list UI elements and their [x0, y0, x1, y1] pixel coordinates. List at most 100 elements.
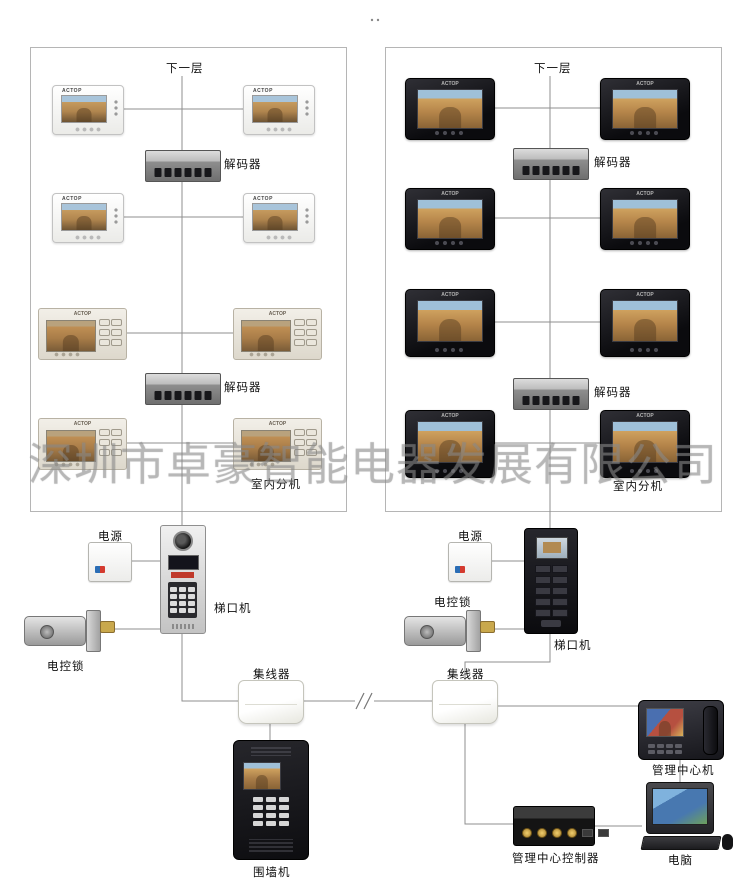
speaker-grille: [172, 624, 194, 629]
line-break-marks: [355, 692, 373, 710]
monitor-buttons: [265, 127, 293, 132]
computer-monitor: [646, 782, 714, 834]
indoor-monitor-white: ACTOP: [243, 193, 315, 243]
ground-floor-wires: [110, 560, 681, 827]
indoor-monitor-black: ACTOP: [600, 78, 690, 140]
indoor-monitor-black-touch: ACTOP: [405, 410, 495, 478]
brand-label: ACTOP: [636, 81, 654, 87]
right-riser-wires: [493, 76, 600, 528]
indoor-monitor-cream: ACTOP: [38, 308, 127, 360]
brand-label: ACTOP: [441, 81, 459, 87]
monitor-screen: [417, 89, 483, 129]
monitor-screen: [612, 300, 678, 342]
lock-latch: [480, 621, 495, 633]
door-station-silver: [160, 525, 206, 634]
decoder-unit: [513, 378, 589, 410]
left-riser-frame: [30, 47, 347, 512]
monitor-keypad: [99, 319, 122, 346]
indoor-monitor-black: ACTOP: [405, 188, 495, 250]
indoor-monitor-black: ACTOP: [405, 78, 495, 140]
management-center-phone: [638, 700, 724, 760]
brand-label: ACTOP: [441, 191, 459, 197]
label-decoder-right-2: 解码器: [594, 387, 632, 399]
monitor-screen: [61, 203, 107, 231]
indoor-monitor-black-touch: ACTOP: [600, 289, 690, 357]
brand-label: ACTOP: [62, 88, 82, 94]
monitor-buttons: [628, 240, 662, 246]
right-riser-frame: [385, 47, 722, 512]
monitor-buttons: [433, 130, 467, 136]
decoder-ports: [522, 166, 580, 175]
monitor-buttons: [265, 235, 293, 240]
label-management-center-controller: 管理中心控制器: [512, 853, 600, 865]
electric-lock: [404, 606, 496, 652]
label-door-station-left: 梯口机: [214, 603, 252, 615]
indoor-monitor-cream: ACTOP: [233, 308, 322, 360]
monitor-screen: [417, 300, 483, 342]
monitor-side-keys: [114, 99, 118, 117]
monitor-touch-buttons: [628, 468, 662, 474]
decoder-unit: [145, 373, 221, 405]
indoor-monitor-white: ACTOP: [52, 193, 124, 243]
label-power-left: 电源: [98, 531, 123, 543]
controller-connectors: [522, 828, 609, 838]
decoder-ports: [522, 396, 580, 405]
monitor-keypad: [294, 319, 317, 346]
label-decoder-right-1: 解码器: [594, 157, 632, 169]
monitor-screen: [46, 320, 96, 352]
decoder-ports: [154, 391, 212, 400]
computer-mouse: [722, 834, 733, 850]
decoder-unit: [145, 150, 221, 182]
label-door-station-right: 梯口机: [554, 640, 592, 652]
label-next-floor-left: 下一层: [166, 63, 204, 75]
brand-label: ACTOP: [253, 88, 273, 94]
door-call-button: [541, 620, 561, 627]
monitor-keypad: [99, 429, 122, 456]
label-indoor-extension-right: 室内分机: [613, 481, 663, 493]
wall-keypad: [253, 797, 289, 826]
label-decoder-left-1: 解码器: [224, 159, 262, 171]
speaker-grille: [249, 839, 293, 852]
indoor-monitor-black-touch: ACTOP: [600, 410, 690, 478]
door-button-grid: [535, 565, 568, 617]
door-screen: [536, 537, 568, 559]
door-station-black: [524, 528, 578, 634]
monitor-screen: [612, 89, 678, 129]
monitor-buttons: [53, 352, 81, 357]
monitor-buttons: [53, 462, 81, 467]
brand-label: ACTOP: [73, 311, 92, 317]
monitor-screen: [417, 421, 483, 463]
brand-label: ACTOP: [636, 191, 654, 197]
label-hub-right: 集线器: [447, 669, 485, 681]
indoor-monitor-black-touch: ACTOP: [405, 289, 495, 357]
electric-lock: [24, 606, 116, 652]
hub-unit: [432, 680, 498, 724]
power-logo: [95, 566, 105, 573]
monitor-buttons: [433, 240, 467, 246]
indoor-monitor-white: ACTOP: [243, 85, 315, 135]
lock-cylinder: [40, 625, 54, 639]
artifact-dots: [370, 18, 380, 22]
brand-label: ACTOP: [636, 413, 654, 419]
monitor-buttons: [74, 235, 102, 240]
monitor-touch-buttons: [433, 468, 467, 474]
power-logo: [455, 566, 465, 573]
computer-keyboard: [640, 836, 722, 850]
wall-screen: [243, 762, 281, 790]
brand-label: ACTOP: [73, 421, 92, 427]
monitor-buttons: [74, 127, 102, 132]
label-decoder-left-2: 解码器: [224, 382, 262, 394]
monitor-screen: [46, 430, 96, 462]
handset: [703, 706, 718, 755]
brand-label: ACTOP: [268, 311, 287, 317]
monitor-buttons: [248, 462, 276, 467]
brand-label: ACTOP: [441, 413, 459, 419]
label-wall-station: 围墙机: [253, 867, 291, 879]
monitor-screen: [252, 203, 298, 231]
lock-plate: [86, 610, 101, 652]
monitor-side-keys: [114, 207, 118, 225]
label-indoor-extension-left: 室内分机: [251, 479, 301, 491]
camera-lens: [173, 531, 193, 551]
monitor-screen: [241, 430, 291, 462]
left-riser-wires: [122, 76, 243, 525]
